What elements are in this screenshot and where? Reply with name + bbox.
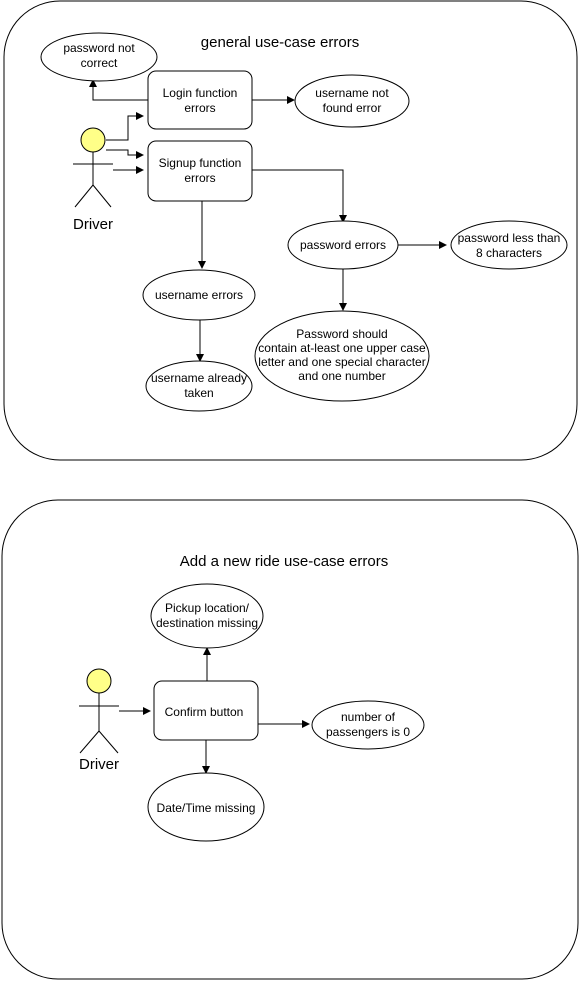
node-text: contain at-least one upper case xyxy=(258,341,426,355)
node-password-not-correct: password not correct xyxy=(40,32,158,82)
node-password-less-than-8: password less than 8 characters xyxy=(450,220,568,270)
edge-driver-signup xyxy=(106,149,144,159)
node-text: number of xyxy=(341,710,396,724)
node-text: username errors xyxy=(155,288,243,302)
edge-signup-password-errors xyxy=(252,169,347,223)
actor-driver: Driver xyxy=(73,127,113,233)
panel-title: Add a new ride use-case errors xyxy=(180,553,388,570)
panel-title: general use-case errors xyxy=(201,34,359,51)
actor-driver: Driver xyxy=(79,668,119,773)
node-text: Login function xyxy=(163,86,238,100)
node-text: Date/Time missing xyxy=(157,801,256,815)
node-text: and one number xyxy=(298,369,385,383)
node-text: 8 characters xyxy=(476,246,542,260)
node-password-errors: password errors xyxy=(287,220,399,270)
edge-driver-login xyxy=(106,112,144,141)
node-confirm-button: Confirm button xyxy=(153,680,259,741)
node-text: letter and one special character xyxy=(258,355,425,369)
edge-login-password-not-correct xyxy=(89,79,148,101)
node-username-not-found: username not found error xyxy=(294,74,410,128)
node-text: passengers is 0 xyxy=(326,725,410,739)
node-text: errors xyxy=(184,101,215,115)
node-signup-function-errors: Signup function errors xyxy=(147,140,253,202)
edges xyxy=(89,79,447,774)
node-username-already-taken: username already taken xyxy=(145,360,253,412)
node-text: errors xyxy=(184,171,215,185)
node-login-function-errors: Login function errors xyxy=(147,70,253,130)
actor-label: Driver xyxy=(79,756,119,773)
node-text: password errors xyxy=(300,238,386,252)
node-text: password not xyxy=(63,41,135,55)
panel-general-errors: general use-case errors xyxy=(3,0,578,461)
node-text: password less than xyxy=(458,231,561,245)
node-passengers-zero: number of passengers is 0 xyxy=(311,700,425,750)
node-text: username not xyxy=(315,86,389,100)
node-pickup-destination-missing: Pickup location/ destination missing xyxy=(150,583,264,649)
panel-new-ride-errors: Add a new ride use-case errors xyxy=(1,499,579,980)
node-text: Signup function xyxy=(159,156,242,170)
node-username-errors: username errors xyxy=(142,269,256,321)
node-text: Confirm button xyxy=(165,705,244,719)
node-text: found error xyxy=(323,101,382,115)
node-text: destination missing xyxy=(156,616,258,630)
node-datetime-missing: Date/Time missing xyxy=(147,772,265,842)
actor-label: Driver xyxy=(73,216,113,233)
node-text: Pickup location/ xyxy=(165,601,250,615)
node-text: username already xyxy=(151,371,247,385)
node-text: Password should xyxy=(296,327,387,341)
node-text: taken xyxy=(184,386,213,400)
node-password-rules: Password should contain at-least one upp… xyxy=(254,310,430,402)
node-text: correct xyxy=(81,56,118,70)
